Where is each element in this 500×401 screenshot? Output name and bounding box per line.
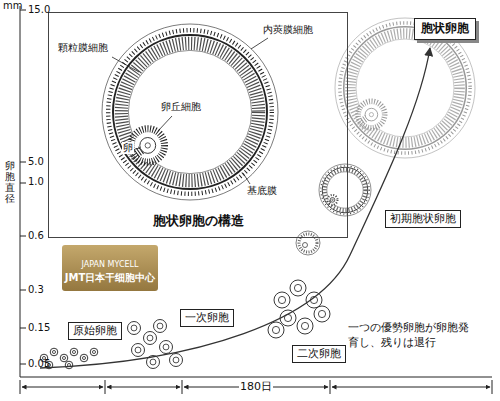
antral-follicle: [335, 18, 475, 158]
y-axis: [20, 6, 21, 377]
part-label: 卵: [122, 142, 134, 154]
panel-title: 胞状卵胞の構造: [49, 212, 347, 230]
part-label: 基底膜: [246, 185, 278, 197]
axis-unit: mm: [3, 0, 22, 12]
duration-label: 180日: [239, 380, 273, 393]
primary-follicle: [128, 320, 183, 369]
x-axis: [20, 377, 492, 378]
part-label: 内莢膜細胞: [262, 24, 314, 36]
logo-text: JAPAN MYCELL: [62, 260, 158, 271]
stage-label: 初期胞状卵胞: [390, 212, 456, 226]
follicle-drawings: [40, 18, 475, 369]
axis-value: 0.05: [28, 358, 50, 370]
stage-label: 二次卵胞: [297, 347, 341, 361]
stage-label: 胞状卵胞: [421, 21, 469, 37]
stage-label: 一次卵胞: [185, 311, 229, 325]
axis-ticks: [20, 10, 26, 364]
axis-value: 0.3: [28, 284, 44, 296]
growth-curve: [40, 48, 430, 368]
stage-box: 二次卵胞: [292, 345, 346, 363]
part-label: 卵丘細胞: [160, 101, 202, 113]
axis-value: 0.6: [28, 230, 44, 242]
secondary-follicle: [268, 280, 330, 338]
antral-follicle: [319, 164, 371, 216]
stage-box: 胞状卵胞: [414, 18, 476, 40]
stage-box: 一次卵胞: [180, 309, 234, 327]
axis-value: 0.15: [28, 322, 50, 334]
axis-value: 5.0: [28, 156, 44, 168]
axis-value: 1.0: [28, 176, 44, 188]
small-follicle: [296, 231, 320, 255]
logo-text: JMT日本干细胞中心: [62, 271, 158, 285]
stage-box: 初期胞状卵胞: [385, 210, 461, 228]
stage-label: 原始卵胞: [73, 324, 117, 338]
note-text: 一つの優勢卵胞が卵胞発育し、残りは退行: [348, 320, 476, 351]
time-brackets: [20, 380, 492, 394]
stage-box: 原始卵胞: [68, 322, 122, 340]
leader-lines: [112, 38, 268, 184]
antral-follicle: [102, 24, 278, 200]
part-label: 顆粒膜細胞: [57, 42, 109, 54]
logo-badge: JAPAN MYCELLJMT日本干细胞中心: [62, 245, 158, 291]
axis-value: 15.0: [28, 4, 50, 16]
axis-title: 卵胞直径: [5, 160, 15, 204]
